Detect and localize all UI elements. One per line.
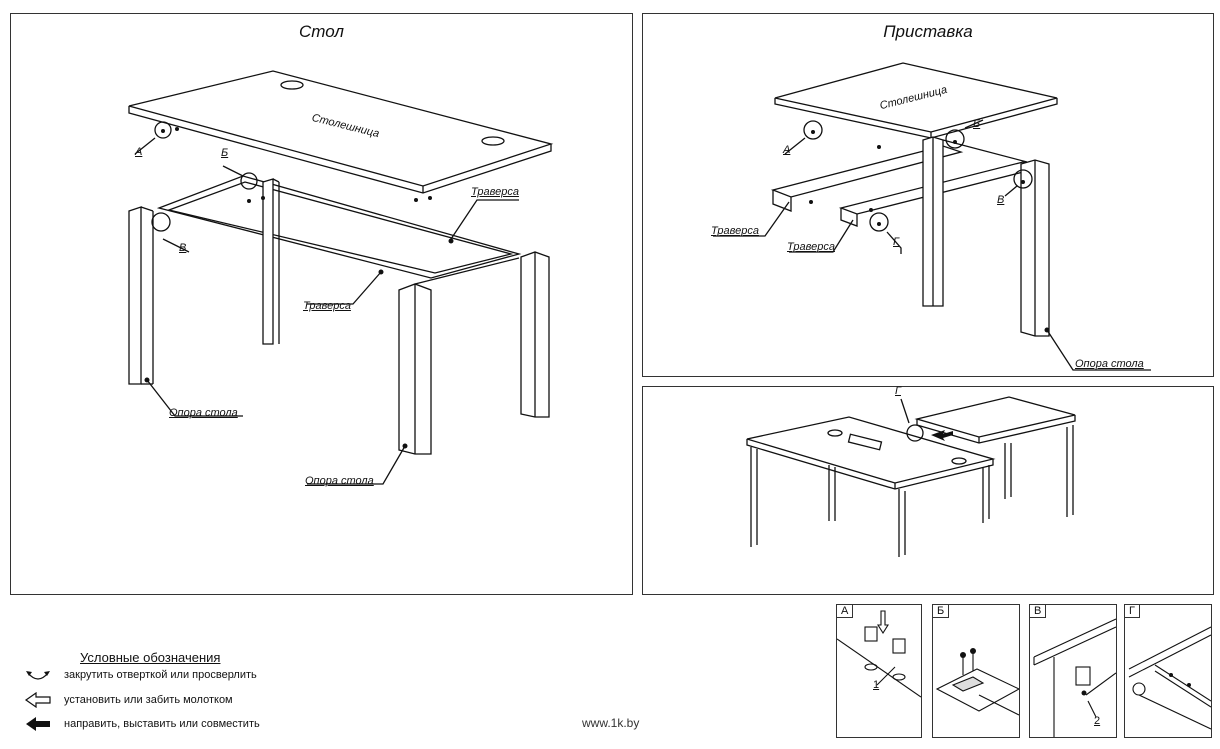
legend-text-outline: установить или забить молотком: [64, 694, 233, 706]
ext-leg-label: Опора стола: [1075, 358, 1144, 370]
leg-label-1: Опора стола: [169, 407, 238, 419]
detail-a-drawing: [837, 610, 921, 698]
detail-g-drawing: [1128, 626, 1211, 730]
legend-text-rotate: закрутить отверткой или просверлить: [64, 669, 257, 681]
detail-a-callout: 1: [873, 679, 880, 691]
detail-v-callout: 2: [1094, 715, 1101, 727]
detail-g-tag: Г: [1125, 605, 1140, 618]
traverse-label-2: Траверса: [303, 300, 351, 312]
detail-a-tag: А: [837, 605, 854, 618]
ext-callout-b: Б: [973, 118, 981, 130]
solid-arrow-icon: [26, 717, 50, 731]
detail-v-drawing: [1033, 618, 1116, 737]
leg-label-2: Опора стола: [305, 475, 374, 487]
traverse-label-1: Траверса: [471, 186, 519, 198]
assembled-panel: Г: [642, 385, 1214, 595]
assembled-callout-g: Г: [895, 385, 901, 397]
callout-b: Б: [221, 147, 229, 159]
callout-a: А: [135, 146, 143, 158]
ext-callout-v: В: [997, 194, 1005, 206]
legend-item: закрутить отверткой или просверлить: [24, 667, 257, 683]
legend-text-solid: направить, выставить или совместить: [64, 718, 260, 730]
watermark: www.1k.by: [582, 716, 640, 730]
ext-traverse-label-2: Траверса: [787, 241, 835, 253]
ext-traverse-label-1: Траверса: [711, 225, 759, 237]
table-panel-title: Стол: [299, 22, 344, 41]
legend-title: Условные обозначения: [80, 650, 221, 665]
detail-b-drawing: [935, 648, 1019, 716]
extension-panel-title: Приставка: [883, 22, 973, 41]
detail-v-tag: В: [1030, 605, 1047, 618]
detail-v: В 2: [1029, 604, 1117, 738]
detail-a: А 1: [836, 604, 922, 738]
ext-callout-g: Г: [893, 236, 899, 248]
legend-item: установить или забить молотком: [24, 692, 233, 708]
extension-panel: Приставка: [642, 13, 1214, 377]
rotate-arrow-icon: [26, 671, 50, 680]
table-panel: Стол: [10, 13, 633, 595]
extension-drawing: [713, 62, 1151, 371]
ext-callout-a: А: [783, 144, 791, 156]
callout-v: В: [179, 242, 187, 254]
outline-arrow-icon: [24, 692, 51, 708]
detail-b: Б: [932, 604, 1020, 738]
assembled-drawing: [746, 396, 1076, 557]
detail-g: Г: [1124, 604, 1212, 738]
detail-b-tag: Б: [933, 605, 950, 618]
table-drawing: [128, 70, 554, 485]
legend-item: направить, выставить или совместить: [24, 716, 260, 732]
